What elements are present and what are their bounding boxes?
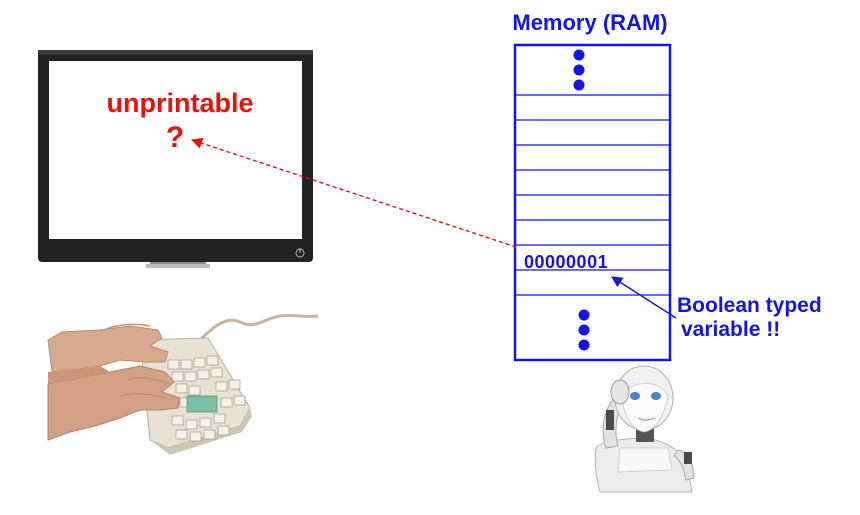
memory-title: Memory (RAM) (512, 10, 668, 35)
screen-question-mark: ? (165, 121, 185, 154)
memory-cell-value: 00000001 (524, 252, 609, 272)
hands (47, 323, 181, 441)
keyboard-keys (167, 355, 246, 442)
monitor-screen (49, 61, 302, 239)
keyboard-green-key (186, 395, 218, 413)
power-icon (295, 248, 305, 258)
callout-line-1: Boolean typed (677, 294, 822, 317)
callout-arrow (611, 276, 677, 319)
print-arrow (190, 137, 517, 248)
monitor-stand (150, 258, 206, 267)
memory-rows (515, 94, 670, 296)
callout-line-2: variable !! (681, 318, 781, 341)
memory-block (513, 43, 672, 362)
ellipsis-top (573, 49, 585, 91)
keyboard-cable (196, 313, 319, 344)
screen-unprintable-text: unprintable (106, 88, 254, 118)
robot (594, 365, 695, 493)
ellipsis-bottom (578, 309, 590, 351)
